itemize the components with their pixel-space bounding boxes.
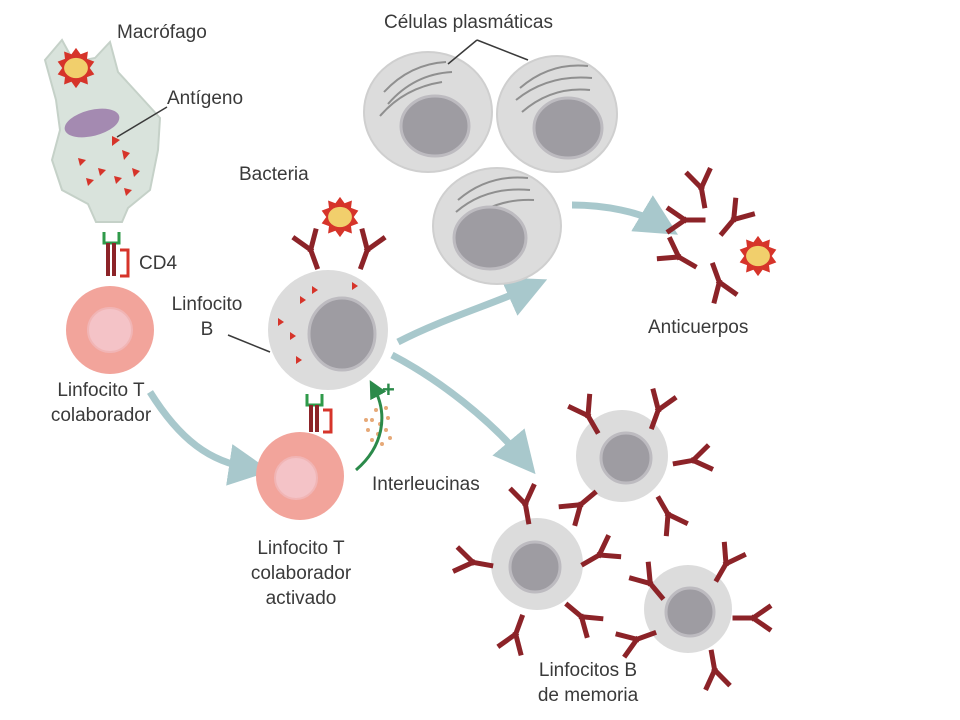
antibody-icon bbox=[688, 170, 716, 207]
label-cd4: CD4 bbox=[139, 253, 178, 274]
arrow-t-to-activated bbox=[147, 390, 271, 486]
label-activated-line-3: activado bbox=[265, 588, 337, 610]
arrow-plasma-to-antibodies bbox=[571, 195, 679, 235]
label-b-lymphocyte: Linfocito B bbox=[167, 292, 247, 342]
label-helper-t-cell: Linfocito T colaborador bbox=[26, 378, 176, 428]
label-activated-line-1: Linfocito T bbox=[257, 538, 345, 559]
plasma-pointer-1 bbox=[447, 39, 478, 65]
plasma-cell-2 bbox=[496, 55, 618, 173]
bacteria-icon bbox=[321, 196, 359, 238]
label-antibodies: Anticuerpos bbox=[648, 317, 749, 338]
label-activated-line-2: colaborador bbox=[250, 563, 352, 585]
antibody-icon bbox=[649, 493, 685, 533]
macrophage bbox=[43, 38, 162, 223]
label-interleukins: Interleucinas bbox=[372, 474, 480, 495]
b-lymphocyte bbox=[268, 270, 388, 390]
antibody-icon bbox=[561, 597, 601, 636]
cd4-receptor-2 bbox=[305, 394, 333, 434]
antibody-icon bbox=[512, 486, 540, 523]
label-b-line-1: Linfocito bbox=[171, 294, 243, 315]
label-macrophage: Macrófago bbox=[117, 22, 207, 43]
b-cell-antibody-left-icon bbox=[295, 231, 327, 270]
label-activated-t-cell: Linfocito T colaborador activado bbox=[226, 536, 376, 611]
antigen-fragments bbox=[78, 136, 140, 196]
antibody-icon bbox=[659, 239, 699, 275]
antibodies-cluster bbox=[659, 170, 777, 301]
b-cell-antibody-right-icon bbox=[351, 231, 383, 270]
b-cell-antigen-fragments bbox=[278, 282, 358, 364]
antibody-icon bbox=[714, 200, 753, 240]
antibody-icon bbox=[500, 613, 532, 652]
antibody-icon bbox=[701, 650, 729, 687]
flow-arrows bbox=[147, 195, 679, 486]
macrophage-nucleus bbox=[64, 108, 120, 138]
cd4-receptor-1 bbox=[102, 232, 130, 278]
label-helper-t-line-1: Linfocito T bbox=[57, 380, 145, 401]
memory-b-cell-3 bbox=[618, 544, 769, 687]
label-antigen: Antígeno bbox=[167, 88, 244, 109]
antibody-icon bbox=[578, 537, 618, 573]
label-memory-b-cells: Linfocitos B de memoria bbox=[508, 658, 668, 708]
plasma-cell-1 bbox=[363, 51, 493, 173]
antibody-icon bbox=[669, 209, 703, 231]
helper-t-cell bbox=[66, 286, 154, 374]
antigen-bacteria-icon bbox=[739, 235, 777, 277]
label-helper-t-line-2: colaborador bbox=[50, 405, 152, 427]
label-b-line-2: B bbox=[200, 319, 214, 341]
label-memory-line-2: de memoria bbox=[537, 685, 639, 707]
antibody-icon bbox=[673, 447, 710, 475]
memory-b-cell-2 bbox=[455, 486, 618, 653]
arrow-b-to-memory bbox=[390, 351, 536, 475]
antibody-icon bbox=[455, 549, 492, 577]
antibody-icon bbox=[735, 607, 769, 629]
plasma-cell-3 bbox=[432, 167, 562, 285]
interleukin-arrow bbox=[355, 380, 387, 472]
arrow-b-to-plasma bbox=[396, 277, 548, 346]
antibody-icon bbox=[703, 261, 735, 300]
plus-sign: + bbox=[382, 377, 395, 402]
b-cell-pointer-line bbox=[227, 334, 271, 353]
antigen-pointer-line bbox=[116, 106, 168, 138]
label-memory-line-1: Linfocitos B bbox=[538, 660, 638, 681]
label-bacteria: Bacteria bbox=[239, 164, 309, 185]
antibody-icon bbox=[561, 485, 601, 524]
memory-b-cell-1 bbox=[561, 391, 710, 534]
plasma-pointer-2 bbox=[476, 39, 529, 61]
activated-helper-t-cell bbox=[256, 432, 344, 520]
label-plasma-cells: Células plasmáticas bbox=[384, 12, 553, 33]
